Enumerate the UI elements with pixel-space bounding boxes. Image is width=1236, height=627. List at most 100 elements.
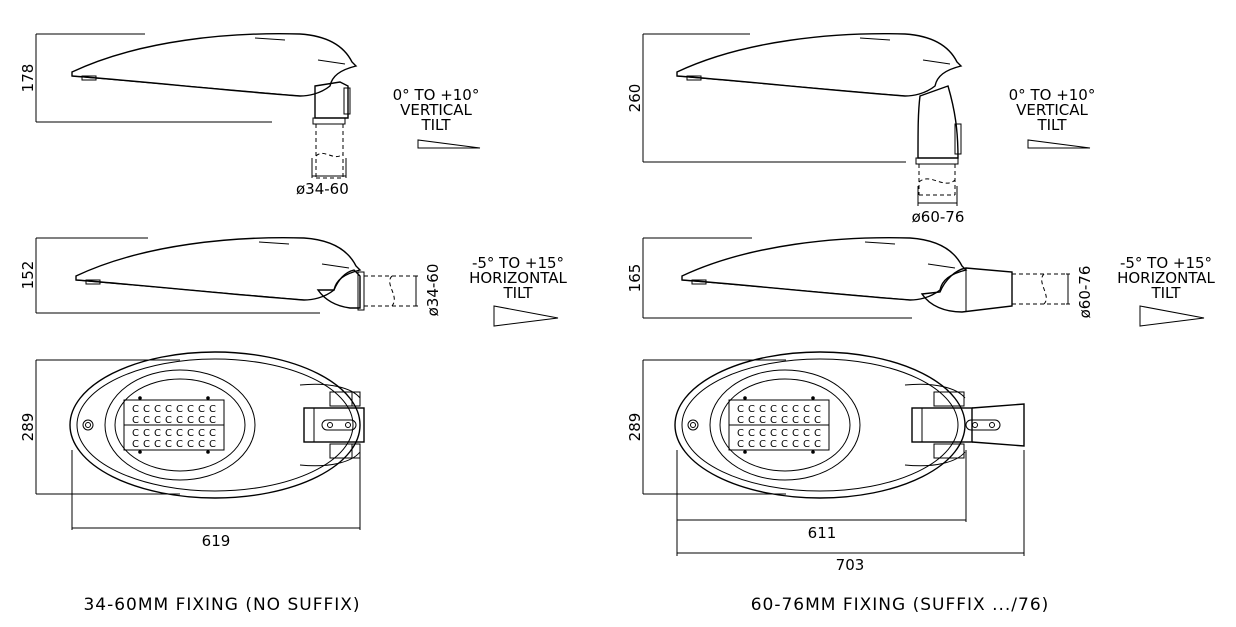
led-module: C <box>737 404 744 415</box>
right-horizontal-tilt-word: TILT <box>1150 284 1181 302</box>
right-plan-width-dim: 289 <box>626 413 644 442</box>
right-side-view: ø60-76 260 <box>626 33 965 226</box>
led-module: C <box>770 428 777 439</box>
led-module: C <box>748 439 755 450</box>
led-module: C <box>792 428 799 439</box>
led-module: C <box>792 415 799 426</box>
left-side-height-dim: 178 <box>19 64 37 93</box>
led-module: C <box>792 404 799 415</box>
led-module: C <box>737 428 744 439</box>
led-module: C <box>198 415 205 426</box>
right-plan-overall-length-dim: 703 <box>836 556 865 574</box>
led-module: C <box>759 428 766 439</box>
led-module: C <box>132 415 139 426</box>
led-module: C <box>803 415 810 426</box>
left-side-view: 178 ø34-60 <box>19 33 357 198</box>
led-module: C <box>154 404 161 415</box>
left-horizontal-view: 152 ø34-60 <box>19 237 442 317</box>
led-module: C <box>748 428 755 439</box>
led-module: C <box>814 428 821 439</box>
led-module: C <box>209 439 216 450</box>
led-module: C <box>176 404 183 415</box>
led-module: C <box>209 428 216 439</box>
right-vertical-tilt-word: TILT <box>1036 116 1067 134</box>
led-module: C <box>165 415 172 426</box>
right-horizontal-tilt-label: HORIZONTAL <box>1117 269 1215 287</box>
left-horizontal-tilt-word: TILT <box>502 284 533 302</box>
right-variant: ø60-76 260 0° TO +10° VERTICAL TILT <box>626 33 1216 615</box>
right-side-height-dim: 260 <box>626 84 644 113</box>
left-side-pipe-dim: ø34-60 <box>296 180 349 198</box>
left-horizontal-tilt-note: -5° TO +15° HORIZONTAL TILT <box>469 254 568 327</box>
left-vertical-tilt-note: 0° TO +10° VERTICAL TILT <box>393 86 481 149</box>
left-horizontal-pipe-dim: ø34-60 <box>424 264 442 317</box>
right-side-pipe-dim: ø60-76 <box>912 208 965 226</box>
led-module: C <box>209 404 216 415</box>
led-module: C <box>770 404 777 415</box>
right-horizontal-tilt-wedge <box>1139 305 1205 327</box>
left-plan-width-dim: 289 <box>19 413 37 442</box>
left-horizontal-tilt-range: -5° TO +15° <box>472 254 564 272</box>
left-vertical-tilt-word: TILT <box>420 116 451 134</box>
led-module: C <box>759 415 766 426</box>
led-module: C <box>187 439 194 450</box>
led-module: C <box>792 439 799 450</box>
led-module: C <box>154 415 161 426</box>
led-module: C <box>781 404 788 415</box>
led-module: C <box>165 404 172 415</box>
right-horizontal-tilt-range: -5° TO +15° <box>1120 254 1212 272</box>
led-module: C <box>132 404 139 415</box>
led-module: C <box>781 439 788 450</box>
left-plan-length-dim: 619 <box>202 532 231 550</box>
led-module: C <box>198 428 205 439</box>
led-module: C <box>165 439 172 450</box>
led-module: C <box>748 415 755 426</box>
led-module: C <box>132 428 139 439</box>
led-module: C <box>737 415 744 426</box>
led-module: C <box>803 428 810 439</box>
right-horizontal-pipe-dim: ø60-76 <box>1076 266 1094 319</box>
led-module: C <box>187 428 194 439</box>
led-module: C <box>198 439 205 450</box>
right-horizontal-tilt-note: -5° TO +15° HORIZONTAL TILT <box>1117 254 1216 327</box>
led-module: C <box>748 404 755 415</box>
led-module: C <box>198 404 205 415</box>
left-vertical-tilt-range: 0° TO +10° <box>393 86 480 104</box>
left-caption: 34-60MM FIXING (NO SUFFIX) <box>83 595 360 615</box>
led-module: C <box>803 404 810 415</box>
led-module: C <box>770 439 777 450</box>
right-plan-length-dim: 611 <box>808 524 837 542</box>
right-horizontal-height-dim: 165 <box>626 264 644 293</box>
left-variant: 178 ø34-60 0° TO +10° VERTICAL TILT <box>19 33 568 615</box>
led-module: C <box>814 415 821 426</box>
led-module: C <box>187 404 194 415</box>
left-horizontal-tilt-wedge <box>493 305 559 327</box>
led-module: C <box>176 428 183 439</box>
led-module: C <box>759 439 766 450</box>
led-module: C <box>143 428 150 439</box>
led-module: C <box>154 428 161 439</box>
led-module: C <box>187 415 194 426</box>
left-vertical-tilt-label: VERTICAL <box>400 101 472 119</box>
led-module: C <box>737 439 744 450</box>
led-module: C <box>759 404 766 415</box>
right-horizontal-view: 165 ø60-76 <box>626 237 1094 319</box>
right-vertical-tilt-wedge <box>1027 139 1091 149</box>
led-module: C <box>143 439 150 450</box>
right-caption: 60-76MM FIXING (SUFFIX .../76) <box>751 595 1050 615</box>
led-module: C <box>165 428 172 439</box>
led-module: C <box>154 439 161 450</box>
led-module: C <box>132 439 139 450</box>
led-module: C <box>176 439 183 450</box>
led-module: C <box>814 439 821 450</box>
right-vertical-tilt-note: 0° TO +10° VERTICAL TILT <box>1009 86 1095 149</box>
left-vertical-tilt-wedge <box>417 139 481 149</box>
led-module: C <box>770 415 777 426</box>
led-module: C <box>143 404 150 415</box>
led-module: C <box>781 428 788 439</box>
